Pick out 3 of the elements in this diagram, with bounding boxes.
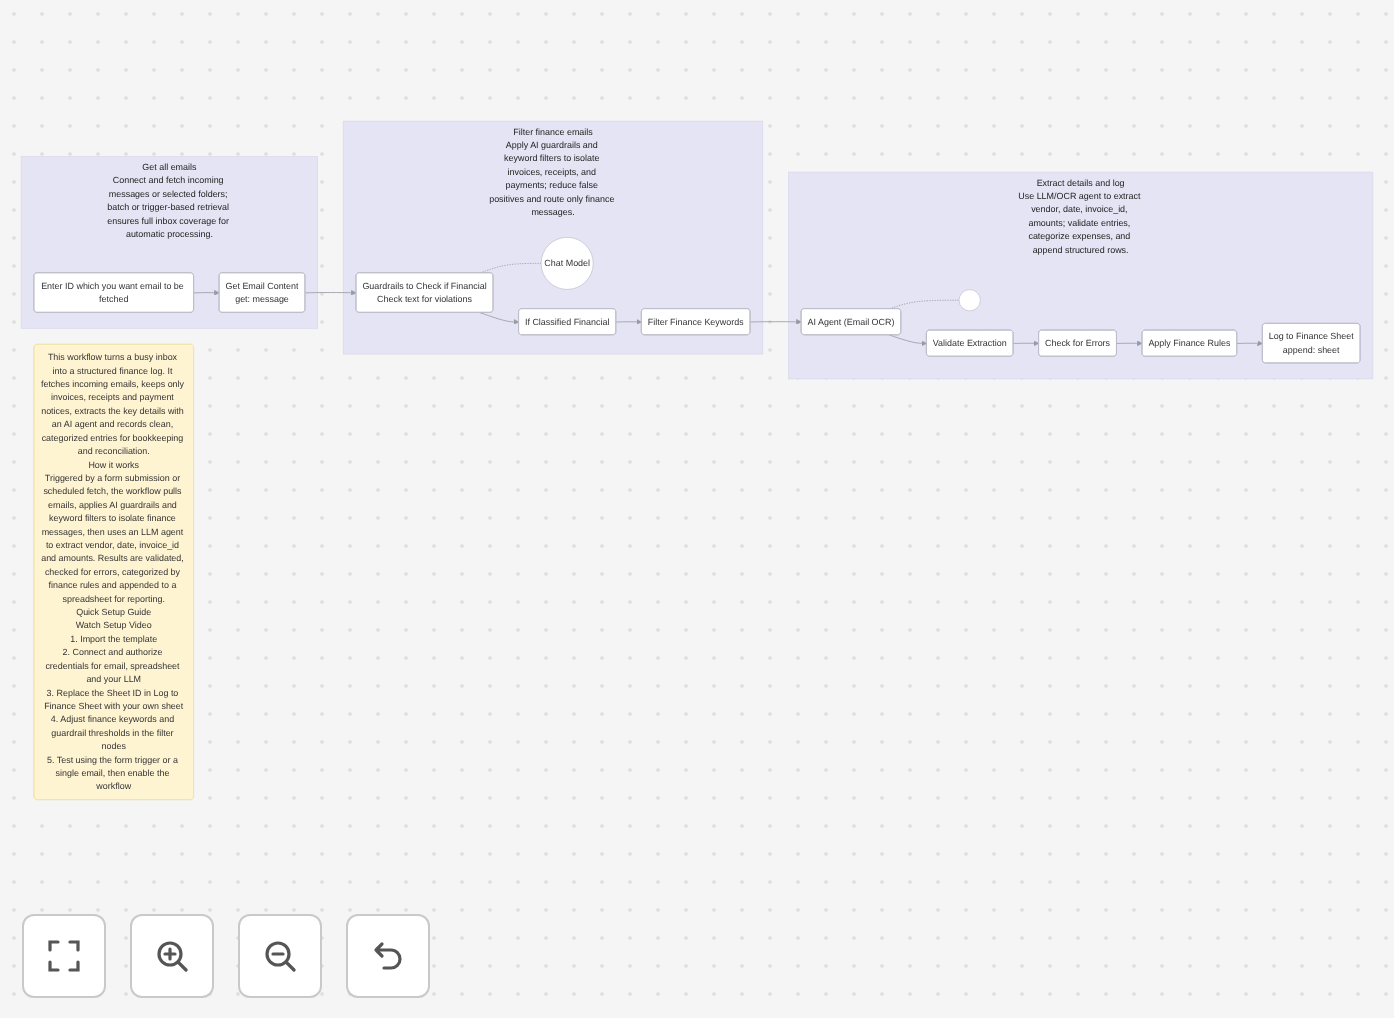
- connector: [479, 262, 542, 274]
- node-circle: [958, 288, 981, 311]
- connector: [889, 299, 960, 309]
